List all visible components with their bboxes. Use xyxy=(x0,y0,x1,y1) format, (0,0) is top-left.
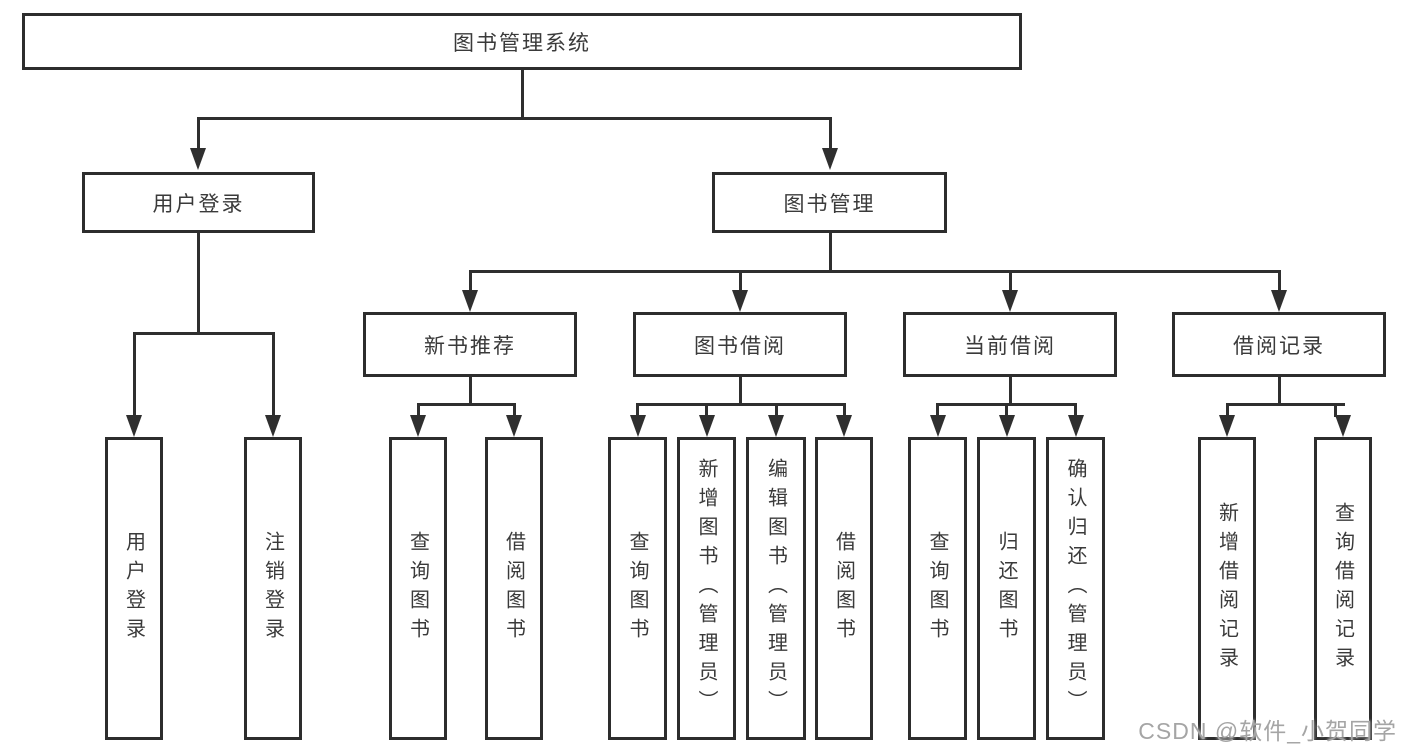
node-new-book: 新书推荐 xyxy=(363,312,577,377)
arrowhead-leaf-logout-icon xyxy=(265,415,281,437)
arrowhead-g1-leaf0-icon xyxy=(629,415,646,437)
connector-g2-leaf0 xyxy=(936,403,939,417)
leaf-borrow-book-2: 借阅图书 xyxy=(815,437,873,740)
connector-user-login-stem xyxy=(196,233,200,335)
leaf-confirm-return-admin-label: 确认归还（管理员） xyxy=(1064,458,1086,719)
connector-to-borrow-records xyxy=(1277,270,1281,292)
leaf-add-book-admin: 新增图书（管理员） xyxy=(677,437,736,740)
arrowhead-current-borrow-icon xyxy=(1002,290,1018,312)
connector-to-leaf-logout xyxy=(271,332,275,417)
node-user-login-label: 用户登录 xyxy=(152,192,245,216)
connector-to-book-mgmt xyxy=(828,117,832,150)
connector-root-rail xyxy=(196,117,832,120)
arrowhead-user-login-icon xyxy=(190,148,206,170)
arrowhead-book-borrow-icon xyxy=(732,290,748,312)
connector-g3-leaf0 xyxy=(1225,403,1229,417)
node-current-borrow: 当前借阅 xyxy=(903,312,1117,377)
connector-borrow-records-stem xyxy=(1277,377,1281,406)
node-borrow-records-label: 借阅记录 xyxy=(1233,334,1325,358)
leaf-query-book-3: 查询图书 xyxy=(908,437,967,740)
connector-to-book-borrow xyxy=(738,270,742,292)
leaf-query-borrow-record: 查询借阅记录 xyxy=(1314,437,1372,740)
connector-book-borrow-stem xyxy=(738,377,742,406)
leaf-edit-book-admin: 编辑图书（管理员） xyxy=(746,437,806,740)
connector-root-stem xyxy=(520,70,524,120)
connector-book-mgmt-stem xyxy=(828,233,832,273)
leaf-query-book-1: 查询图书 xyxy=(389,437,447,740)
connector-to-new-book xyxy=(468,270,472,292)
connector-borrow-records-rail xyxy=(1225,403,1345,406)
leaf-borrow-book-2-label: 借阅图书 xyxy=(832,530,855,647)
connector-to-user-login xyxy=(196,117,200,150)
connector-book-mgmt-rail xyxy=(468,270,1281,273)
arrowhead-g2-leaf1-icon xyxy=(998,415,1015,437)
node-new-book-label: 新书推荐 xyxy=(424,334,516,358)
connector-g3-leaf1 xyxy=(1333,403,1337,417)
connector-g2-leaf1 xyxy=(1005,403,1008,417)
connector-current-borrow-stem xyxy=(1008,377,1012,406)
node-user-login: 用户登录 xyxy=(82,172,315,233)
node-book-mgmt-label: 图书管理 xyxy=(783,192,876,216)
arrowhead-book-mgmt-icon xyxy=(822,148,838,170)
arrowhead-leaf-login-icon xyxy=(126,415,142,437)
connector-g1-leaf3 xyxy=(842,403,846,417)
connector-g2-leaf2 xyxy=(1074,403,1077,417)
leaf-confirm-return-admin: 确认归还（管理员） xyxy=(1046,437,1105,740)
node-root: 图书管理系统 xyxy=(22,13,1022,70)
node-current-borrow-label: 当前借阅 xyxy=(964,334,1056,358)
connector-user-login-rail xyxy=(132,332,274,335)
arrowhead-g3-leaf1-icon xyxy=(1335,415,1351,437)
connector-g0-leaf0 xyxy=(416,403,420,417)
node-book-borrow: 图书借阅 xyxy=(633,312,847,377)
watermark: CSDN @软件_小贺同学 xyxy=(1138,718,1397,744)
leaf-return-book: 归还图书 xyxy=(977,437,1036,740)
leaf-logout-label: 注销登录 xyxy=(261,530,284,647)
leaf-user-login: 用户登录 xyxy=(105,437,163,740)
connector-g0-leaf1 xyxy=(512,403,516,417)
arrowhead-g3-leaf0-icon xyxy=(1219,415,1235,437)
node-root-label: 图书管理系统 xyxy=(453,31,591,55)
leaf-query-book-2-label: 查询图书 xyxy=(626,530,648,647)
arrowhead-g1-leaf2-icon xyxy=(768,415,784,437)
node-book-borrow-label: 图书借阅 xyxy=(694,334,786,358)
arrowhead-g2-leaf2-icon xyxy=(1067,415,1084,437)
leaf-user-login-label: 用户登录 xyxy=(122,530,145,647)
leaf-return-book-label: 归还图书 xyxy=(995,530,1017,647)
arrowhead-g0-leaf0-icon xyxy=(410,415,426,437)
arrowhead-borrow-records-icon xyxy=(1271,290,1287,312)
arrowhead-g1-leaf1-icon xyxy=(698,415,715,437)
connector-g1-leaf0 xyxy=(636,403,639,417)
leaf-add-book-admin-label: 新增图书（管理员） xyxy=(695,458,717,719)
leaf-borrow-book-1: 借阅图书 xyxy=(485,437,543,740)
connector-g1-leaf2 xyxy=(774,403,778,417)
leaf-logout: 注销登录 xyxy=(244,437,302,740)
leaf-add-borrow-record-label: 新增借阅记录 xyxy=(1215,501,1238,676)
leaf-query-book-1-label: 查询图书 xyxy=(406,530,429,647)
connector-to-leaf-login xyxy=(132,332,136,417)
connector-to-current-borrow xyxy=(1008,270,1012,292)
leaf-query-book-2: 查询图书 xyxy=(608,437,667,740)
node-borrow-records: 借阅记录 xyxy=(1172,312,1386,377)
node-book-mgmt: 图书管理 xyxy=(712,172,947,233)
arrowhead-new-book-icon xyxy=(462,290,478,312)
connector-book-borrow-rail xyxy=(636,403,846,406)
leaf-add-borrow-record: 新增借阅记录 xyxy=(1198,437,1256,740)
arrowhead-g1-leaf3-icon xyxy=(836,415,852,437)
connector-new-book-stem xyxy=(468,377,472,406)
leaf-borrow-book-1-label: 借阅图书 xyxy=(502,530,525,647)
arrowhead-g2-leaf0-icon xyxy=(929,415,946,437)
arrowhead-g0-leaf1-icon xyxy=(506,415,522,437)
leaf-query-book-3-label: 查询图书 xyxy=(926,530,948,647)
connector-new-book-rail xyxy=(416,403,516,406)
connector-g1-leaf1 xyxy=(705,403,708,417)
leaf-query-borrow-record-label: 查询借阅记录 xyxy=(1331,501,1354,676)
leaf-edit-book-admin-label: 编辑图书（管理员） xyxy=(764,458,787,719)
